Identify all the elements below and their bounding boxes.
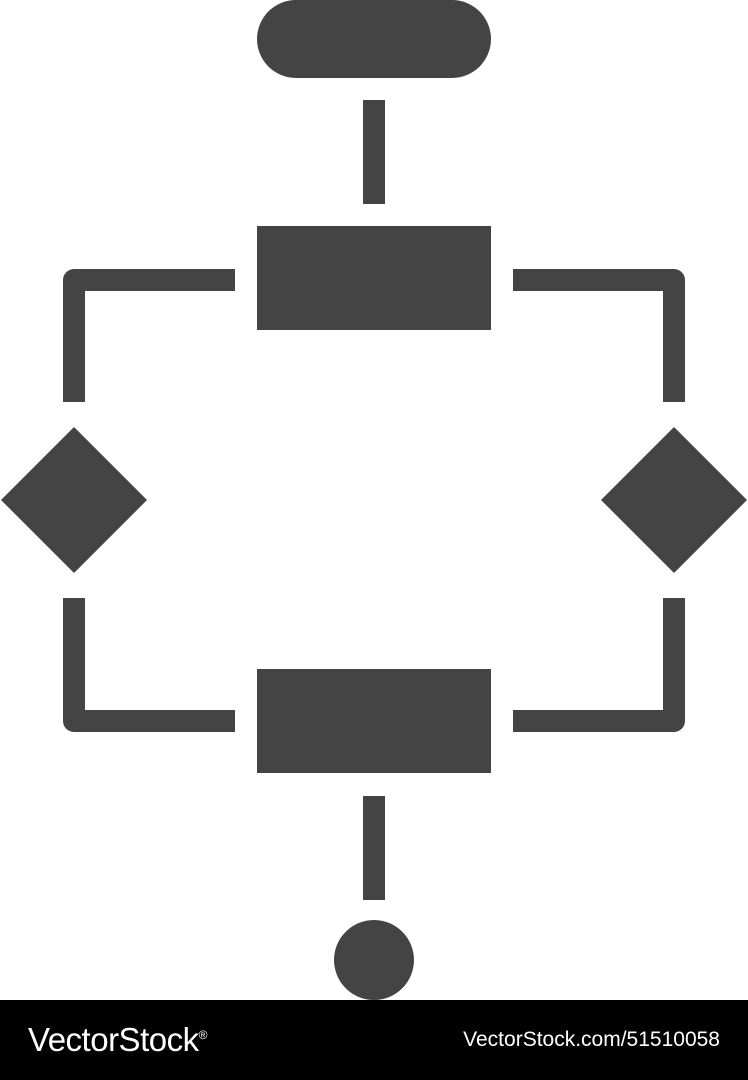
brand-logo: VectorStock® xyxy=(28,1021,207,1059)
end-circle xyxy=(334,920,414,1000)
brand-trademark: ® xyxy=(198,1028,208,1042)
footer-banner: VectorStock® VectorStock.com/51510058 xyxy=(0,1000,748,1080)
stock-id: VectorStock.com/51510058 xyxy=(463,1028,720,1051)
connector-bottom-right xyxy=(513,598,685,732)
left-decision-diamond xyxy=(1,427,147,573)
flowchart-connectors xyxy=(63,269,685,732)
start-terminal xyxy=(257,0,491,78)
flowchart-shapes xyxy=(1,0,747,1000)
connector-start-to-top xyxy=(363,100,385,204)
connector-top-right xyxy=(513,269,685,402)
connector-top-left xyxy=(63,269,235,402)
flowchart-icon xyxy=(1,0,747,1000)
connector-bottom-left xyxy=(63,598,235,732)
top-process-box xyxy=(257,226,491,330)
brand-name: VectorStock xyxy=(28,1021,199,1058)
bottom-process-box xyxy=(257,669,491,773)
connector-bottom-to-end xyxy=(363,796,385,900)
right-decision-diamond xyxy=(601,427,747,573)
